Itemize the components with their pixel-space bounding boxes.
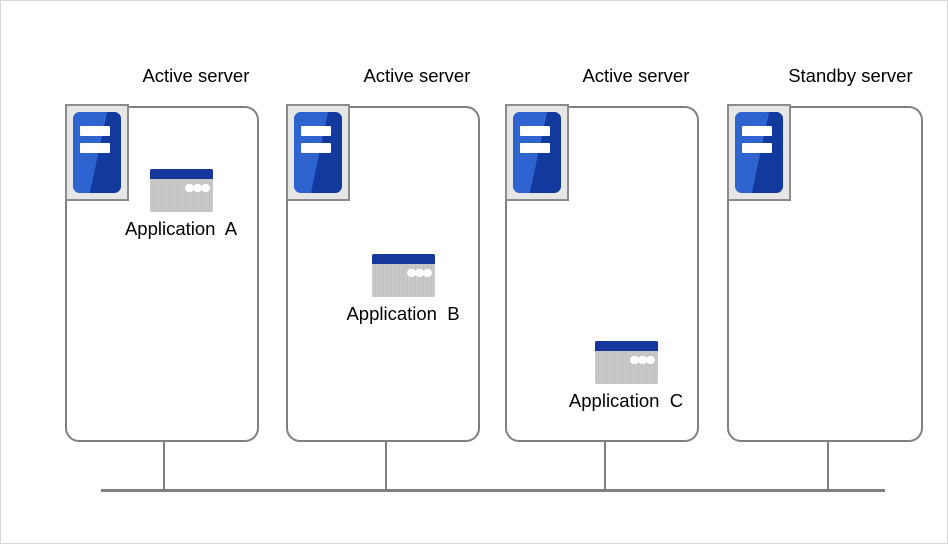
bus-connector-2	[385, 442, 387, 491]
application-dot-icon-3a	[629, 355, 639, 365]
server-role-2: Active server	[363, 65, 471, 86]
server-machine-icon-1	[65, 104, 129, 201]
server-chassis-2	[294, 112, 342, 193]
server-bar-icon-4b	[742, 142, 772, 154]
application-group-3[interactable]: Application C	[542, 341, 710, 412]
application-window-icon-3	[594, 341, 658, 384]
application-group-2[interactable]: Application B	[319, 254, 487, 325]
server-bar-icon-1b	[80, 142, 110, 154]
application-window-icon-1	[149, 169, 213, 212]
server-role-3: Active server	[582, 65, 690, 86]
bus-connector-4	[827, 442, 829, 491]
application-dot-icon-2b	[414, 268, 424, 278]
server-bar-icon-4a	[742, 125, 772, 137]
server-bar-icon-3b	[520, 142, 550, 154]
application-label-3: Application C	[568, 390, 684, 411]
server-machine-icon-2	[286, 104, 350, 201]
application-dot-icon-3c	[646, 355, 655, 365]
bus-connector-3	[604, 442, 606, 491]
application-titlebar-2	[371, 254, 435, 265]
application-dot-icon-2a	[406, 268, 416, 278]
application-group-1[interactable]: Application A	[97, 169, 265, 240]
application-dot-icon-1c	[201, 183, 210, 193]
application-dot-icon-2c	[423, 268, 432, 278]
server-role-1: Active server	[142, 65, 250, 86]
shared-bus-line	[101, 489, 885, 492]
server-chassis-1	[73, 112, 121, 193]
application-window-icon-2	[371, 254, 435, 297]
server-role-4: Standby server	[788, 65, 913, 86]
application-label-2: Application B	[346, 303, 460, 324]
server-chassis-3	[513, 112, 561, 193]
application-titlebar-3	[594, 341, 658, 352]
application-titlebar-1	[149, 169, 213, 180]
server-bar-icon-1a	[80, 125, 110, 137]
server-bar-icon-3a	[520, 125, 550, 137]
bus-connector-1	[163, 442, 165, 491]
server-machine-icon-3	[505, 104, 569, 201]
application-label-1: Application A	[124, 218, 238, 239]
application-dot-icon-3b	[637, 355, 647, 365]
server-bar-icon-2b	[301, 142, 331, 154]
application-dot-icon-1a	[184, 183, 194, 193]
server-chassis-4	[735, 112, 783, 193]
server-machine-icon-4	[727, 104, 791, 201]
server-bar-icon-2a	[301, 125, 331, 137]
application-dot-icon-1b	[192, 183, 202, 193]
